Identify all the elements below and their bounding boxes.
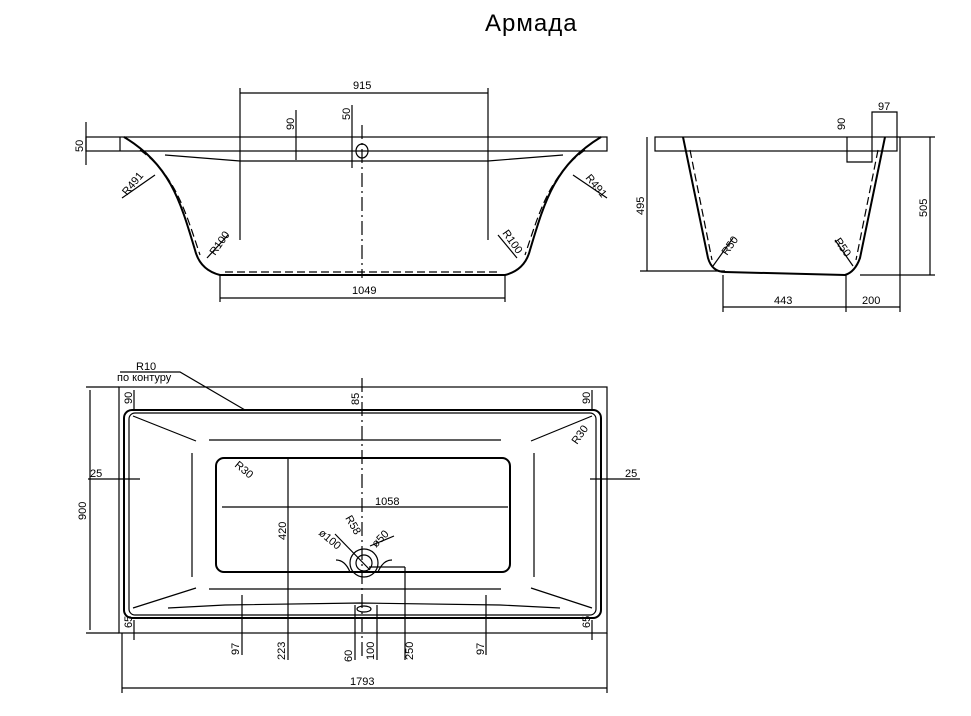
dim-97-left: 97: [230, 643, 242, 655]
dim-25-right: 25: [625, 468, 637, 480]
d100: ø100: [316, 527, 343, 552]
dim-915: 915: [353, 80, 371, 92]
plan-view: R10 по контуру 90 85 90 R30 R30 25 25 10…: [77, 361, 640, 693]
dim-223: 223: [276, 642, 288, 660]
dim-25-left: 25: [90, 468, 102, 480]
dim-495: 495: [635, 197, 647, 215]
r10-label: R10: [136, 361, 156, 373]
dim-90-left: 90: [123, 392, 135, 404]
dim-420: 420: [277, 522, 289, 540]
dim-250: 250: [404, 642, 416, 660]
dim-50-top: 50: [341, 108, 353, 120]
dim-90-right: 90: [581, 392, 593, 404]
r58: R58: [342, 514, 362, 537]
dim-1058: 1058: [375, 496, 399, 508]
r30-corner: R30: [570, 423, 591, 446]
front-view: 915 90 50 50 R491 R491 R100 R100 1049: [74, 80, 609, 302]
dim-100: 100: [365, 642, 377, 660]
dim-50-left: 50: [74, 140, 86, 152]
dim-200: 200: [862, 295, 880, 307]
dim-1793: 1793: [350, 676, 374, 688]
dim-97-right: 97: [475, 643, 487, 655]
dim-90: 90: [836, 118, 848, 130]
r50-left: R50: [720, 234, 741, 257]
dim-900: 900: [77, 502, 89, 520]
drawing-title: Армада: [485, 10, 578, 37]
dim-97: 97: [878, 101, 890, 113]
dim-505: 505: [918, 199, 930, 217]
r50-right: R50: [832, 236, 853, 259]
dim-90: 90: [285, 118, 297, 130]
dim-1049: 1049: [352, 285, 376, 297]
r100-left: R100: [208, 229, 233, 257]
contour-note: по контуру: [117, 372, 172, 384]
dim-65-right: 65: [581, 616, 593, 628]
dim-443: 443: [774, 295, 792, 307]
dim-85: 85: [350, 393, 362, 405]
dim-65-left: 65: [123, 616, 135, 628]
r30-well: R30: [232, 459, 255, 481]
dim-60: 60: [343, 650, 355, 662]
d50: ø50: [370, 528, 392, 550]
side-view: 97 90 495 505 R50 R50 443 200: [635, 101, 935, 312]
